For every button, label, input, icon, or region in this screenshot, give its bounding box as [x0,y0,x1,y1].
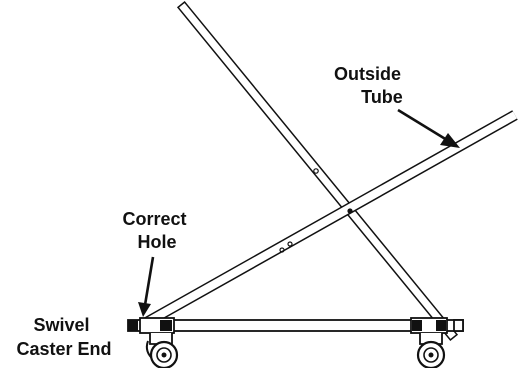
correct-hole-label-line-2: Hole [137,232,176,252]
tube-hole-mid-b [287,241,293,247]
outside-tube-arrow-icon [397,108,460,148]
swivel-caster-end-label-line-2: Caster End [16,339,111,359]
correct-hole-arrow-icon [138,256,155,317]
outside-tube-label-line-2: Tube [361,87,403,107]
base-frame [127,317,464,334]
fixed-caster-wheel-icon [416,333,446,368]
correct-hole-label: Correct Hole [122,209,191,252]
swivel-caster-end-label: Swivel Caster End [16,315,111,359]
swivel-caster-wheel-icon [145,333,179,368]
long-crossbar-tube [176,0,459,342]
tube-hole-upper [313,168,319,174]
tube-hole-center [347,208,353,214]
correct-hole-label-line-1: Correct [122,209,186,229]
swivel-caster-end-label-line-1: Swivel [33,315,89,335]
outside-tube-label: Outside Tube [334,64,406,107]
tube-hole-mid-a [279,247,285,253]
outside-tube-label-line-1: Outside [334,64,401,84]
